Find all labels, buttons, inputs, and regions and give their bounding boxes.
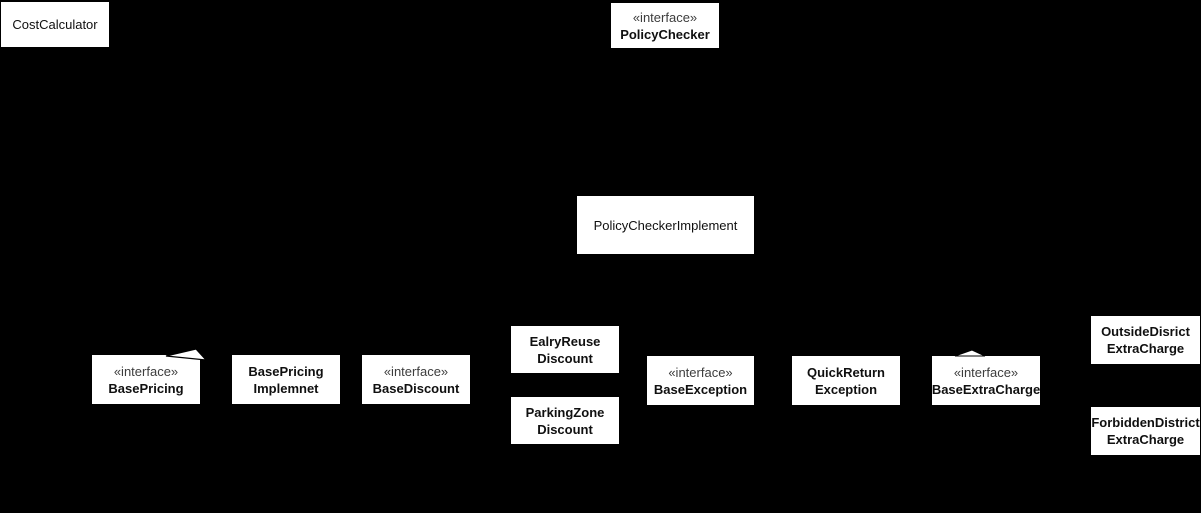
class-box-base-pricing-implemnet: BasePricing Implemnet (231, 354, 341, 405)
class-box-ealry-reuse-discount: EalryReuse Discount (510, 325, 620, 374)
class-name-line-2: Discount (537, 421, 593, 437)
interface-name: PolicyChecker (620, 26, 710, 42)
interface-box-base-discount: «interface» BaseDiscount (361, 354, 471, 405)
class-box-quick-return-exception: QuickReturn Exception (791, 355, 901, 406)
class-name-line-1: OutsideDisrict (1101, 324, 1190, 339)
class-box-cost-calculator: CostCalculator (0, 1, 110, 48)
stereotype-label: «interface» (668, 364, 733, 380)
class-name-line-2: ExtraCharge (1106, 341, 1185, 356)
class-name-line-2: Implemnet (253, 380, 319, 396)
interface-name: BasePricing (108, 380, 184, 396)
class-name-line-2: ExtraCharge (1106, 432, 1185, 447)
class-box-forbidden-district-extra-charge: ForbiddenDistrict ExtraCharge (1090, 406, 1201, 456)
class-box-policy-checker-implement: PolicyCheckerImplement (576, 195, 755, 255)
interface-box-policy-checker: «interface» PolicyChecker (610, 2, 720, 49)
interface-box-base-extra-charge: «interface» BaseExtraCharge (931, 355, 1041, 406)
stereotype-label: «interface» (953, 364, 1019, 380)
interface-box-base-pricing: «interface» BasePricing (91, 354, 201, 405)
interface-name: BaseException (653, 381, 748, 397)
interface-name: BaseDiscount (372, 380, 460, 396)
class-box-outside-disrict-extra-charge: OutsideDisrict ExtraCharge (1090, 315, 1201, 365)
interface-name: BaseExtraCharge (931, 381, 1041, 397)
class-name-line-1: BasePricing (248, 363, 324, 379)
class-name-line-1: QuickReturn (806, 364, 885, 380)
stereotype-label: «interface» (632, 9, 698, 25)
stereotype-label: «interface» (383, 363, 449, 379)
class-box-parking-zone-discount: ParkingZone Discount (510, 396, 620, 445)
class-name-line-1: EalryReuse (529, 333, 601, 349)
class-name-line-1: ForbiddenDistrict (1091, 415, 1200, 430)
class-name: CostCalculator (12, 17, 98, 32)
class-name: PolicyCheckerImplement (593, 217, 738, 233)
stereotype-label: «interface» (113, 363, 179, 379)
interface-box-base-exception: «interface» BaseException (646, 355, 755, 406)
class-name-line-1: ParkingZone (525, 404, 605, 420)
class-name-line-2: Discount (537, 350, 593, 366)
class-name-line-2: Exception (814, 381, 878, 397)
